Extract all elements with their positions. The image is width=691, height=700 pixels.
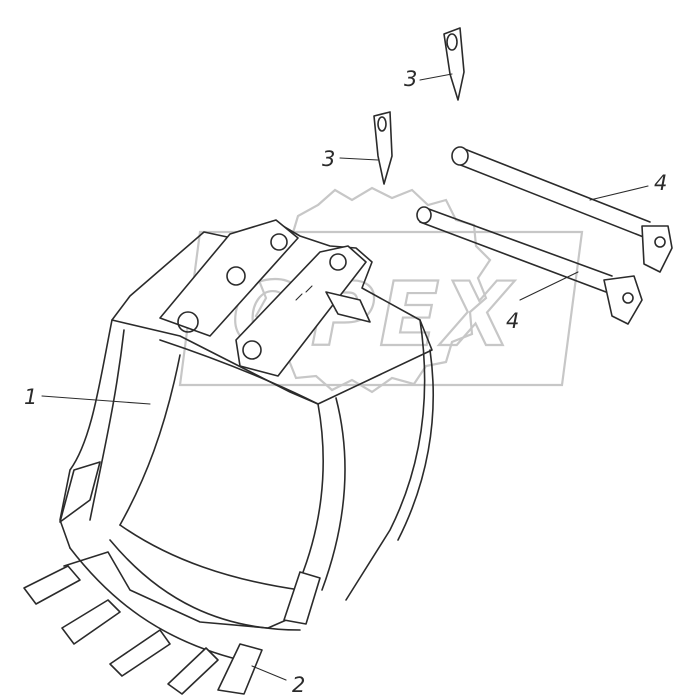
callout-cotter-pin-upper: 3 bbox=[404, 67, 417, 91]
callout-tooth: 2 bbox=[292, 673, 305, 697]
callouts: 1 2 3 3 4 4 bbox=[24, 67, 667, 697]
tooth-2 bbox=[61, 599, 121, 645]
axle-upper-shape bbox=[457, 147, 651, 239]
watermark-gear bbox=[254, 186, 492, 394]
callout-cotter-pin-lower: 3 bbox=[322, 147, 335, 171]
callout-axle-lower: 4 bbox=[506, 309, 519, 333]
callout-axle-upper: 4 bbox=[654, 171, 667, 195]
bucket bbox=[59, 221, 434, 661]
tooth-5 bbox=[217, 643, 263, 695]
watermark-banner bbox=[178, 230, 584, 387]
tooth-6 bbox=[283, 571, 321, 625]
tooth-3 bbox=[109, 629, 171, 677]
callout-bucket: 1 bbox=[24, 385, 37, 409]
cotter-pin-lower-shape bbox=[373, 111, 393, 185]
tooth-1 bbox=[23, 565, 81, 605]
tooth-4 bbox=[167, 647, 219, 695]
leader-lines bbox=[41, 73, 649, 681]
axle-lower-shape bbox=[419, 207, 613, 293]
cotter-pin-upper-shape bbox=[443, 27, 465, 101]
mounting-lugs bbox=[159, 219, 371, 377]
bucket-teeth bbox=[23, 565, 321, 695]
cotter-pins bbox=[373, 27, 465, 185]
axles bbox=[416, 146, 673, 325]
